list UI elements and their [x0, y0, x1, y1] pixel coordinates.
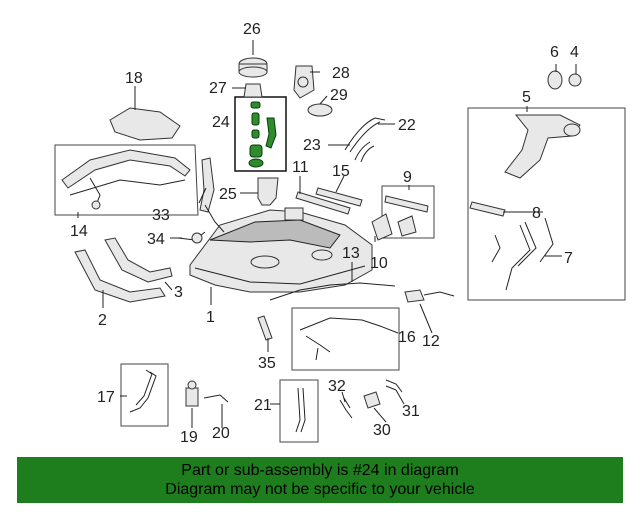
- callout-7: 7: [564, 250, 573, 267]
- part-9-hose[interactable]: [384, 195, 429, 213]
- part-12-valve[interactable]: [404, 289, 455, 303]
- callout-30: 30: [373, 422, 391, 439]
- part-7-pipe[interactable]: [491, 217, 554, 291]
- callout-25: 25: [219, 186, 237, 203]
- part-13-line[interactable]: [269, 282, 396, 301]
- callout-9: 9: [403, 169, 412, 186]
- info-banner: Part or sub-assembly is #24 in diagram D…: [17, 457, 623, 503]
- part-18-heat-shield[interactable]: [109, 107, 181, 141]
- part-25-fuel-filter[interactable]: [257, 177, 279, 206]
- callout-33: 33: [152, 207, 170, 224]
- part-4-clip[interactable]: [568, 73, 582, 87]
- callout-1: 1: [206, 309, 215, 326]
- part-15-hose[interactable]: [315, 187, 363, 207]
- callout-14: 14: [70, 223, 88, 240]
- banner-line-1: Part or sub-assembly is #24 in diagram: [181, 462, 459, 479]
- part-27-filter[interactable]: [243, 83, 263, 98]
- part-19-valve[interactable]: [185, 380, 199, 407]
- part-16-line-set[interactable]: [299, 317, 381, 361]
- part-28-pump-assembly[interactable]: [293, 65, 315, 99]
- callout-24: 24: [212, 114, 230, 131]
- callout-10: 10: [370, 255, 388, 272]
- callout-29: 29: [330, 87, 348, 104]
- callout-31: 31: [402, 403, 420, 420]
- callout-34: 34: [147, 231, 165, 248]
- callout-5: 5: [522, 89, 531, 106]
- group-box-5: [467, 107, 626, 301]
- part-30-clip[interactable]: [363, 391, 381, 409]
- part-33-bracket[interactable]: [199, 157, 215, 213]
- callout-15: 15: [332, 163, 350, 180]
- callout-26: 26: [243, 21, 261, 38]
- callout-4: 4: [570, 44, 579, 61]
- part-5-filler-neck-assembly[interactable]: [504, 114, 581, 179]
- part-24-fuel-pump-parts[interactable]: [248, 101, 277, 168]
- callout-2: 2: [98, 312, 107, 329]
- part-8-hose[interactable]: [469, 201, 506, 217]
- callout-20: 20: [212, 425, 230, 442]
- part-20-hose[interactable]: [203, 394, 229, 403]
- callout-3: 3: [174, 284, 183, 301]
- group-box-16: [291, 307, 400, 371]
- part-1-fuel-tank[interactable]: [189, 207, 373, 293]
- callout-22: 22: [398, 117, 416, 134]
- banner-line-2: Diagram may not be specific to your vehi…: [165, 481, 475, 498]
- part-14-filler-pipe-assembly[interactable]: [61, 149, 191, 210]
- callout-32: 32: [328, 378, 346, 395]
- part-23-hose[interactable]: [354, 141, 375, 163]
- part-31-hose[interactable]: [385, 379, 403, 393]
- callout-19: 19: [180, 429, 198, 446]
- part-10-bracket[interactable]: [371, 213, 393, 241]
- callout-8: 8: [532, 205, 541, 222]
- part-32-hose[interactable]: [339, 397, 353, 419]
- callout-labels: 1 2 3 4 5 6 7 8 9 10 11 12 13 14 15 16 1…: [70, 21, 579, 446]
- callout-11: 11: [292, 159, 309, 176]
- part-2-tank-strap[interactable]: [74, 249, 166, 303]
- group-box-14: [54, 144, 199, 216]
- callout-27: 27: [209, 80, 227, 97]
- callout-12: 12: [422, 333, 440, 350]
- callout-16: 16: [398, 329, 416, 346]
- leader-lines: [77, 40, 577, 428]
- part-11-hose[interactable]: [295, 191, 351, 215]
- part-17-hose[interactable]: [129, 369, 157, 413]
- group-box-21: [279, 379, 319, 443]
- part-22-hose[interactable]: [344, 117, 386, 153]
- callout-28: 28: [332, 65, 350, 82]
- callout-6: 6: [550, 44, 559, 61]
- callout-21: 21: [254, 397, 272, 414]
- part-34-vent-hose[interactable]: [177, 204, 225, 244]
- callout-18: 18: [125, 70, 143, 87]
- callout-35: 35: [258, 355, 276, 372]
- part-35-hose[interactable]: [257, 315, 273, 341]
- callout-17: 17: [97, 389, 115, 406]
- callout-13: 13: [342, 245, 360, 262]
- group-box-17: [120, 363, 169, 427]
- callout-23: 23: [303, 137, 321, 154]
- part-6-cap[interactable]: [547, 70, 563, 90]
- part-21-pipe[interactable]: [295, 387, 306, 433]
- group-box-9: [381, 185, 435, 239]
- parts-diagram: 1 2 3 4 5 6 7 8 9 10 11 12 13 14 15 16 1…: [54, 21, 626, 446]
- part-3-tank-strap[interactable]: [104, 237, 173, 283]
- part-29-lock-ring[interactable]: [307, 103, 333, 117]
- part-26-fuel-cap[interactable]: [238, 57, 268, 78]
